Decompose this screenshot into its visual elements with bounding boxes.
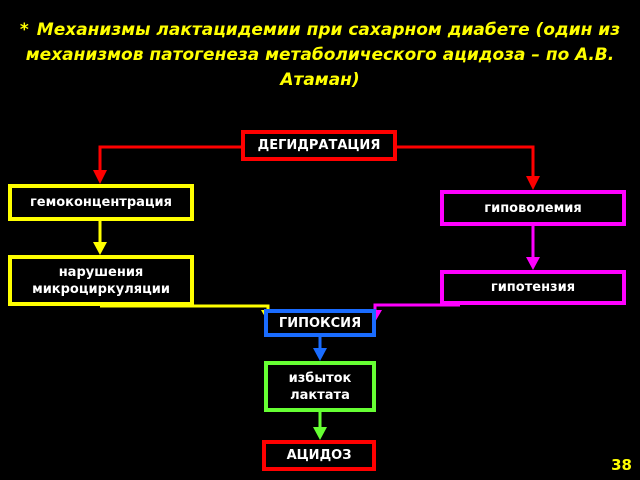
node-hypovolemia: гиповолемия	[440, 190, 626, 226]
arrowhead-hypotension	[526, 257, 540, 270]
node-hypotension-label: гипотензия	[490, 280, 576, 295]
arrow-dehydration-to-hypovolemia	[397, 145, 535, 178]
node-microcirculation: нарушения микроциркуляции	[8, 255, 194, 306]
slide-title: *Механизмы лактацидемии при сахарном диа…	[10, 18, 630, 93]
arrow-dehydration-to-hemoconcentration	[98, 145, 241, 172]
arrow-hypotension-to-hypoxia	[373, 303, 460, 312]
arrowhead-hemoconcentration	[93, 170, 107, 184]
arrowhead-acidosis	[313, 427, 327, 440]
arrowhead-hypovolemia	[526, 176, 540, 190]
title-star: *	[19, 20, 29, 40]
node-hypovolemia-label: гиповолемия	[484, 200, 582, 216]
node-acidosis: АЦИДОЗ	[262, 440, 376, 471]
node-microcirculation-label: нарушения микроциркуляции	[32, 264, 170, 297]
page-number: 38	[611, 456, 632, 474]
node-hypoxia-label: ГИПОКСИЯ	[278, 315, 362, 331]
arrowhead-microcirculation	[93, 242, 107, 255]
node-hypotension: гипотензия	[440, 270, 626, 305]
node-acidosis-label: АЦИДОЗ	[286, 448, 352, 463]
node-hemoconcentration-label: гемоконцентрация	[29, 195, 173, 210]
node-dehydration-label: ДЕГИДРАТАЦИЯ	[257, 138, 381, 153]
node-hemoconcentration: гемоконцентрация	[8, 184, 194, 221]
node-lactate-label: избыток лактата	[288, 370, 352, 403]
arrowhead-lactate	[313, 348, 327, 361]
node-lactate: избыток лактата	[264, 361, 376, 412]
title-text: Механизмы лактацидемии при сахарном диаб…	[25, 20, 621, 90]
node-dehydration: ДЕГИДРАТАЦИЯ	[241, 130, 397, 161]
node-hypoxia: ГИПОКСИЯ	[264, 309, 376, 337]
arrow-microcirculation-to-hypoxia	[100, 304, 270, 312]
